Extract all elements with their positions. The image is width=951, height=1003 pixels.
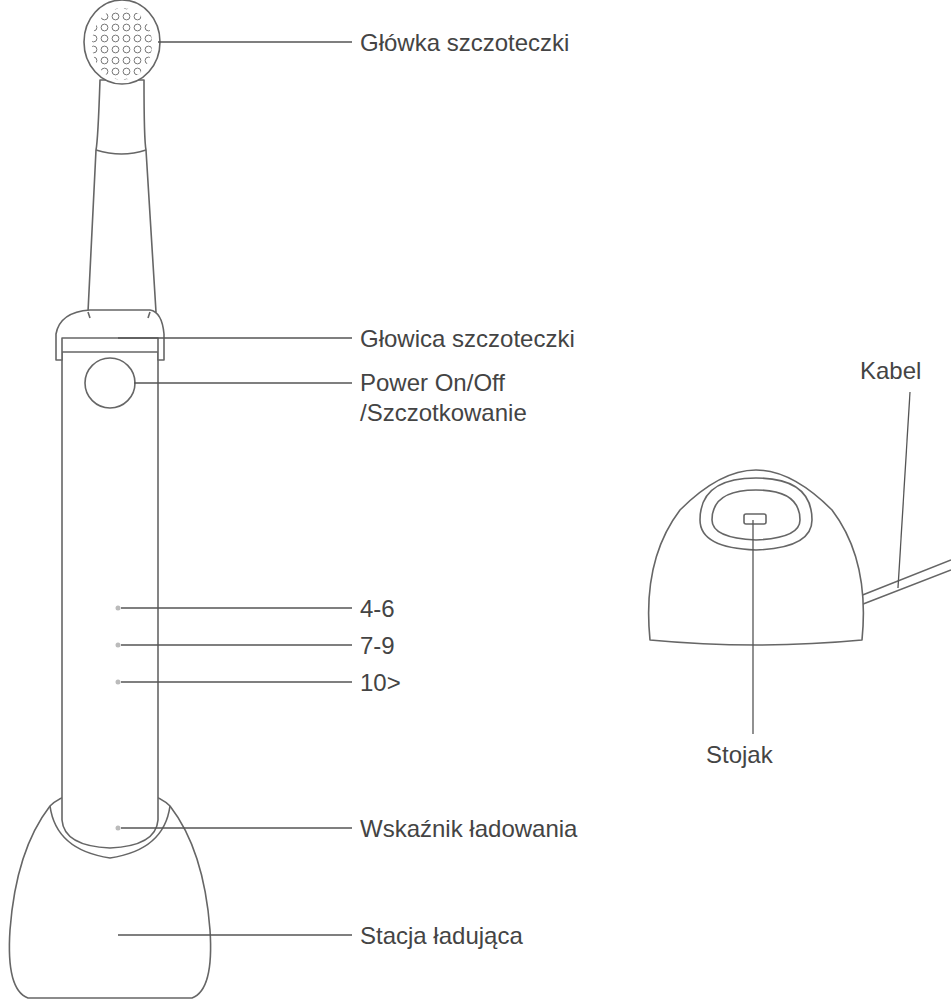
part-label: Głowica szczoteczki <box>360 324 575 354</box>
part-label: Kabel <box>860 356 921 386</box>
part-label: 4-6 <box>360 594 395 624</box>
part-label: Wskaźnik ładowania <box>360 814 577 844</box>
part-label: Power On/Off /Szczotkowanie <box>360 368 560 428</box>
part-label: Główka szczoteczki <box>360 28 569 58</box>
part-label: Stacja ładująca <box>360 921 523 951</box>
brush-head <box>84 0 160 84</box>
cable <box>855 560 951 606</box>
stand <box>649 470 864 645</box>
brush-neck <box>88 80 156 312</box>
leader-lines <box>118 42 910 935</box>
handle <box>62 352 158 848</box>
stand-opening <box>700 478 812 550</box>
part-label: Stojak <box>706 740 773 770</box>
part-label: 7-9 <box>360 631 395 661</box>
part-label: 10> <box>360 668 401 698</box>
brush-collar <box>56 310 164 360</box>
power-button <box>85 358 135 408</box>
